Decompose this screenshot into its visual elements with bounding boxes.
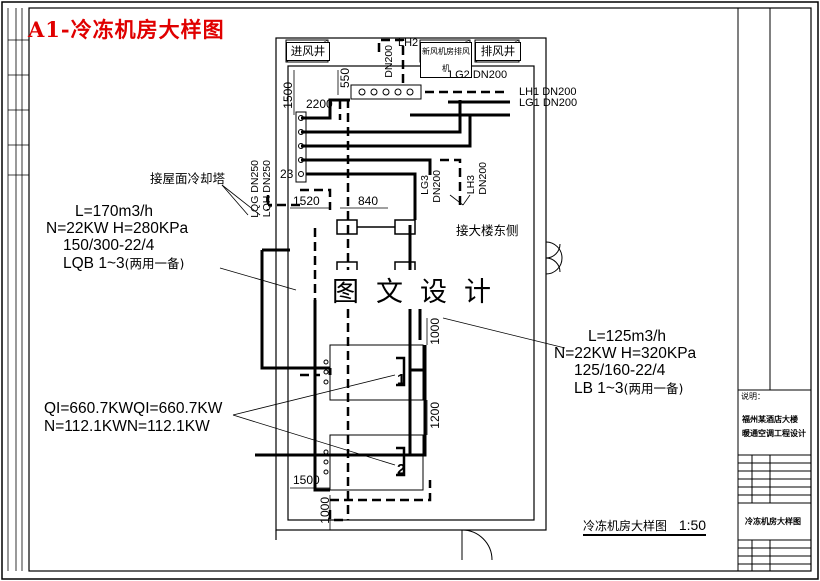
note-roof-tower: 接屋面冷却塔 [150,171,226,186]
exhaust-shaft-label: 排风井 [475,42,521,61]
lg3-label: LG3 [419,175,431,195]
door-right [545,241,563,275]
note-building-east: 接大楼东侧 [456,223,519,238]
lqb-flow: L=170m3/h [75,203,153,220]
dim-2200: 2200 [306,97,333,111]
dim-1500-top: 1500 [281,82,295,109]
lqb-model: 150/300-22/4 [63,237,155,254]
lb-model: 125/160-22/4 [574,362,666,379]
dim-1000-bottom: 1000 [318,497,332,524]
pipes-solid [255,98,510,492]
watermark: 图文设计 [326,270,514,309]
lg3-dn-label: DN200 [431,170,443,203]
chiller-capacity: QI=660.7KWQI=660.7KW [44,400,223,417]
lb-flow: L=125m3/h [588,328,666,345]
leader-lines [219,184,566,466]
binding-strip [7,8,29,571]
door-bottom [461,529,493,561]
lqb-power-head: N=22KW H=280KPa [46,220,189,237]
dim-23: 23 [280,167,294,181]
lg2-label: LG2 DN200 [449,69,508,81]
title-block-drawing-name: 冷冻机房大样图 [745,517,801,526]
lqb-tag: LQB 1~3(两用一备) [63,256,184,272]
lh2-dn-label: DN200 [383,45,395,78]
lg1-label: LG1 DN200 [519,97,578,109]
title-block-label: 说明： [741,392,765,401]
title-block [737,8,811,571]
chillers [323,344,424,491]
sheet-title: A1-冷冻机房大样图 [28,17,225,42]
dimension-lines [290,70,428,530]
dim-1500-bottom: 1500 [293,473,320,487]
dim-550: 550 [338,68,352,89]
dim-1200: 1200 [428,402,442,429]
dim-1000-right: 1000 [428,318,442,345]
title-block-project-2: 暖通空调工程设计 [742,429,806,438]
lh1-label: LH1 DN200 [519,86,577,98]
plan-caption-title: 冷冻机房大样图 [583,519,668,533]
intake-shaft-label: 进风井 [286,42,330,61]
chiller-unit-1: 1 [397,371,406,388]
title-block-project-1: 福州某酒店大楼 [742,415,798,424]
lh3-label: LH3 [465,175,477,195]
lqg-label: LQG DN250 [249,160,261,218]
plan-caption: 冷冻机房大样图 1:50 [583,517,707,536]
dim-1520: 1520 [293,194,320,208]
plan-caption-scale: 1:50 [678,517,707,533]
lh3-dn-label: DN200 [477,162,489,195]
lqh-label: LQH DN250 [261,160,273,218]
lb-tag: LB 1~3(两用一备) [574,381,683,397]
lb-duty: (两用一备) [623,381,684,396]
lh2-label: LH2 [398,37,419,49]
chiller-power: N=112.1KWN=112.1KW [44,418,210,435]
lb-power-head: N=22KW H=320KPa [554,345,697,362]
lqb-duty: (两用一备) [124,256,185,271]
lqb-tag-code: LQB 1~3 [63,255,125,272]
lb-tag-code: LB 1~3 [574,380,624,397]
dim-840: 840 [358,194,379,208]
chiller-unit-2: 2 [397,461,406,478]
fresh-air-fan-label: 新风机房排风机 [420,42,472,78]
headers [295,84,422,183]
